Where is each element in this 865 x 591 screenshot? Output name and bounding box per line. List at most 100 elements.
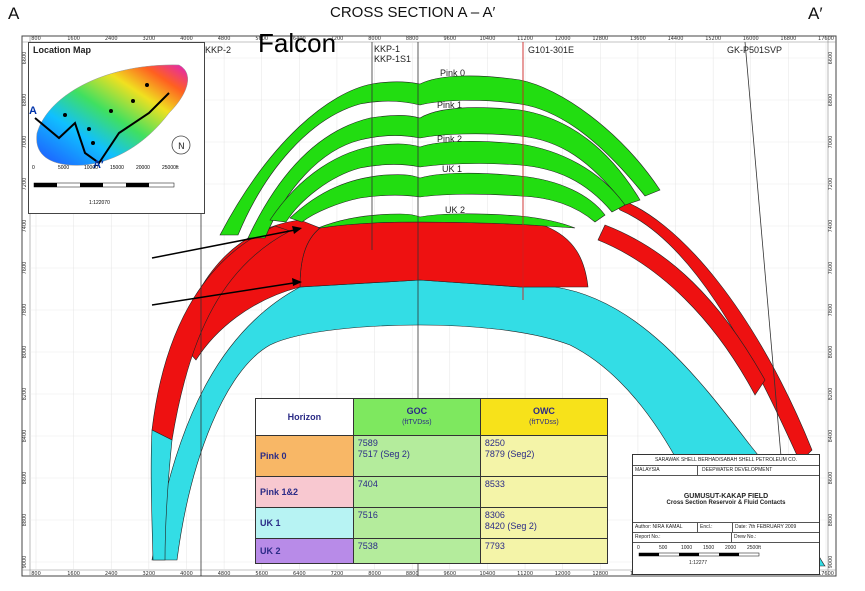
y-tick-label: 8200 [828,388,834,401]
map-well-dot [87,127,91,131]
x-tick-label: 12000 [555,36,571,42]
x-tick-label: 9600 [443,36,456,42]
x-tick-label: 800 [31,571,41,577]
title-block-subtitle: Cross Section Reservoir & Fluid Contacts [666,499,786,506]
header-horizon-label: Horizon [287,411,322,422]
date-label: Date: [735,524,747,530]
horizon-cell: Pink 0 [255,435,354,477]
map-well-dot [145,83,149,87]
owc-value: 8420 (Seg 2) [484,521,537,531]
pink2-oil-zone-right [597,224,766,396]
y-tick-label: 8800 [22,514,28,527]
y-tick-label: 6600 [828,52,834,65]
section-start-label: A [8,4,20,23]
x-tick-label: 8000 [368,36,381,42]
header-owc-unit: (ftTVDss) [529,419,559,426]
falcon-overlay-text: Falcon [258,28,337,58]
pink2-gas-zone [269,141,626,223]
x-tick-label: 1600 [67,571,80,577]
x-tick-label: 10400 [479,571,495,577]
x-tick-label: 2400 [105,36,118,42]
title-block-scale-tick: 0 [637,545,640,551]
fluid-contact-table: Horizon GOC (ftTVDss) OWC (ftTVDss) Pink 0… [255,398,609,564]
x-tick-label: 14400 [668,36,684,42]
owc-value: 8533 [484,479,505,489]
map-scale-tick: 15000 [110,165,124,171]
map-point-a-prime: A′ [93,159,104,171]
title-block-country: MALAYSIA [633,466,698,475]
owc-value: 7793 [484,541,505,551]
y-tick-label: 6800 [828,94,834,107]
title-block-field: GUMUSUT-KAKAP FIELD [683,492,769,500]
x-tick-label: 9600 [443,571,456,577]
goc-cell: 7538 [352,538,481,564]
header-owc-label: OWC [532,406,555,416]
owc-cell: 7793 [479,538,609,564]
y-tick-label: 8000 [22,346,28,359]
drew-label: Drew No.: [734,534,757,540]
title-block-author-row: Author: NIRA KAMAL Encl.: Date: 7th FEBR… [633,523,819,533]
header-goc-label: GOC [406,406,428,416]
y-tick-label: 7200 [22,178,28,191]
header-goc-unit: (ftTVDss) [402,419,432,426]
y-tick-label: 7000 [828,136,834,149]
owc-value: 8306 [484,510,505,520]
map-well-dot [109,109,113,113]
y-tick-label: 7200 [828,178,834,191]
y-tick-label: 8400 [828,430,834,443]
x-tick-label: 12000 [555,571,571,577]
table-row: Pink 1&2 7404 8533 [255,476,609,508]
x-tick-label: 8800 [406,571,419,577]
encl-label: Encl.: [698,523,733,532]
title-block-scale-tick: 500 [659,545,668,551]
horizon-cell: UK 2 [255,538,354,564]
title-block-report-row: Report No.: Drew No.: [633,533,819,543]
x-tick-label: 8800 [406,36,419,42]
section-title: CROSS SECTION A – A′ [330,4,496,21]
y-tick-label: 7400 [22,220,28,233]
horizon-label-pink1: Pink 1 [437,100,463,110]
title-block-scale-tick: 1500 [703,545,715,551]
x-tick-label: 4800 [218,571,231,577]
goc-value: 7516 [357,510,378,520]
y-tick-label: 8200 [22,388,28,401]
owc-value: 7879 (Seg2) [484,449,535,459]
x-tick-label: 11200 [517,36,533,42]
x-tick-label: 6400 [293,571,306,577]
x-tick-label: 12800 [592,36,608,42]
report-label: Report No.: [633,533,732,542]
horizon-cell: UK 1 [255,507,354,539]
arrow-lower [151,278,302,306]
title-block-company: SARAWAK SHELL BERHAD/SABAH SHELL PETROLE… [654,457,798,463]
y-tick-label: 8600 [22,472,28,485]
section-end-label: A′ [808,4,823,23]
title-block-scale-tick: 2000 [725,545,737,551]
well-label-gkp501: GK-P501SVP [727,45,783,55]
author-label: Author: [635,524,652,530]
arrow-upper [151,226,302,259]
x-tick-label: 7200 [331,571,344,577]
x-tick-label: 3200 [142,36,155,42]
goc-value: 7404 [357,479,378,489]
uk1-gas-zone [289,172,606,223]
x-tick-label: 10400 [479,36,495,42]
well-label-g101: G101-301E [528,45,575,55]
goc-cell: 7404 [352,476,481,508]
y-tick-label: 7000 [22,136,28,149]
x-tick-label: 2400 [105,571,118,577]
location-map-title: Location Map [33,45,91,55]
location-map-graphic: N [33,64,191,188]
goc-value: 7517 (Seg 2) [357,449,410,459]
x-tick-label: 7200 [331,36,344,42]
map-well-dot [63,113,67,117]
x-tick-label: 3200 [142,571,155,577]
horizon-label-uk1: UK 1 [442,164,463,174]
header-goc: GOC (ftTVDss) [352,398,481,436]
title-block-scale-ratio: 1:12277 [689,560,708,566]
horizon-cell: Pink 1&2 [255,476,354,508]
